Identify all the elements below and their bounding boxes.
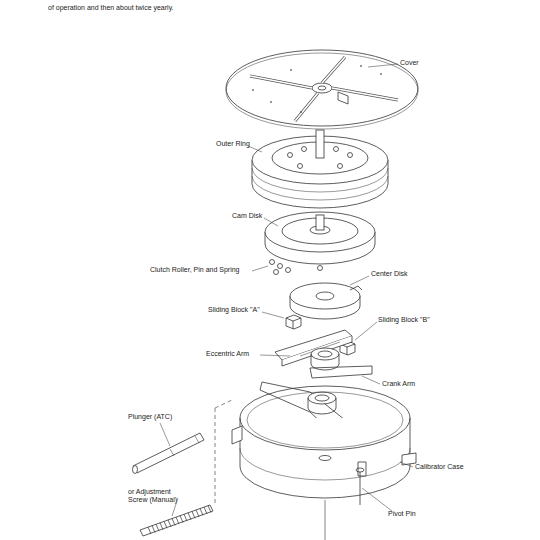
- leader-line: [362, 488, 392, 511]
- leader-line: [262, 312, 284, 318]
- center-disk-part: [290, 283, 362, 319]
- part-label: Crank Arm: [382, 380, 415, 388]
- note-text: of operation and then about twice yearly…: [48, 4, 174, 12]
- calibrator-case-part: [232, 386, 416, 505]
- leader-line: [264, 218, 278, 226]
- clutch-roller-part: [270, 260, 323, 275]
- leader-line: [400, 462, 413, 467]
- leader-line: [160, 423, 170, 446]
- dashed-guide: [215, 408, 216, 505]
- dashed-guide: [215, 400, 232, 408]
- part-label: Cam Disk: [232, 212, 262, 220]
- part-label: Clutch Roller, Pin and Spring: [150, 266, 240, 274]
- part-label: Plunger (ATC): [128, 413, 172, 421]
- axis-line: [325, 500, 326, 540]
- cover-part: [226, 50, 418, 129]
- part-label: Calibrator Case: [415, 463, 464, 471]
- leader-line: [248, 146, 262, 152]
- leader-line: [368, 64, 398, 67]
- part-label: Sliding Block "A": [208, 306, 260, 314]
- cam-disk-part: [265, 212, 375, 264]
- leader-line: [350, 276, 369, 285]
- part-label: Center Disk: [371, 270, 408, 278]
- part-label: Sliding Block "B": [378, 316, 430, 324]
- leader-line: [260, 355, 290, 356]
- part-label: Cover: [400, 59, 419, 67]
- leader-line: [355, 322, 377, 340]
- crank-arm-part: [275, 330, 372, 378]
- plunger-part: [133, 433, 205, 474]
- part-label: Eccentric Arm: [206, 350, 249, 358]
- part-label: Pivot Pin: [388, 510, 416, 518]
- part-label: or Adjustment Screw (Manual): [128, 488, 184, 505]
- adjustment-screw-part: [140, 505, 213, 536]
- leader-line: [362, 376, 380, 384]
- outer-ring-part: [252, 130, 388, 208]
- part-label: Outer Ring: [216, 140, 250, 148]
- leader-line: [252, 266, 268, 271]
